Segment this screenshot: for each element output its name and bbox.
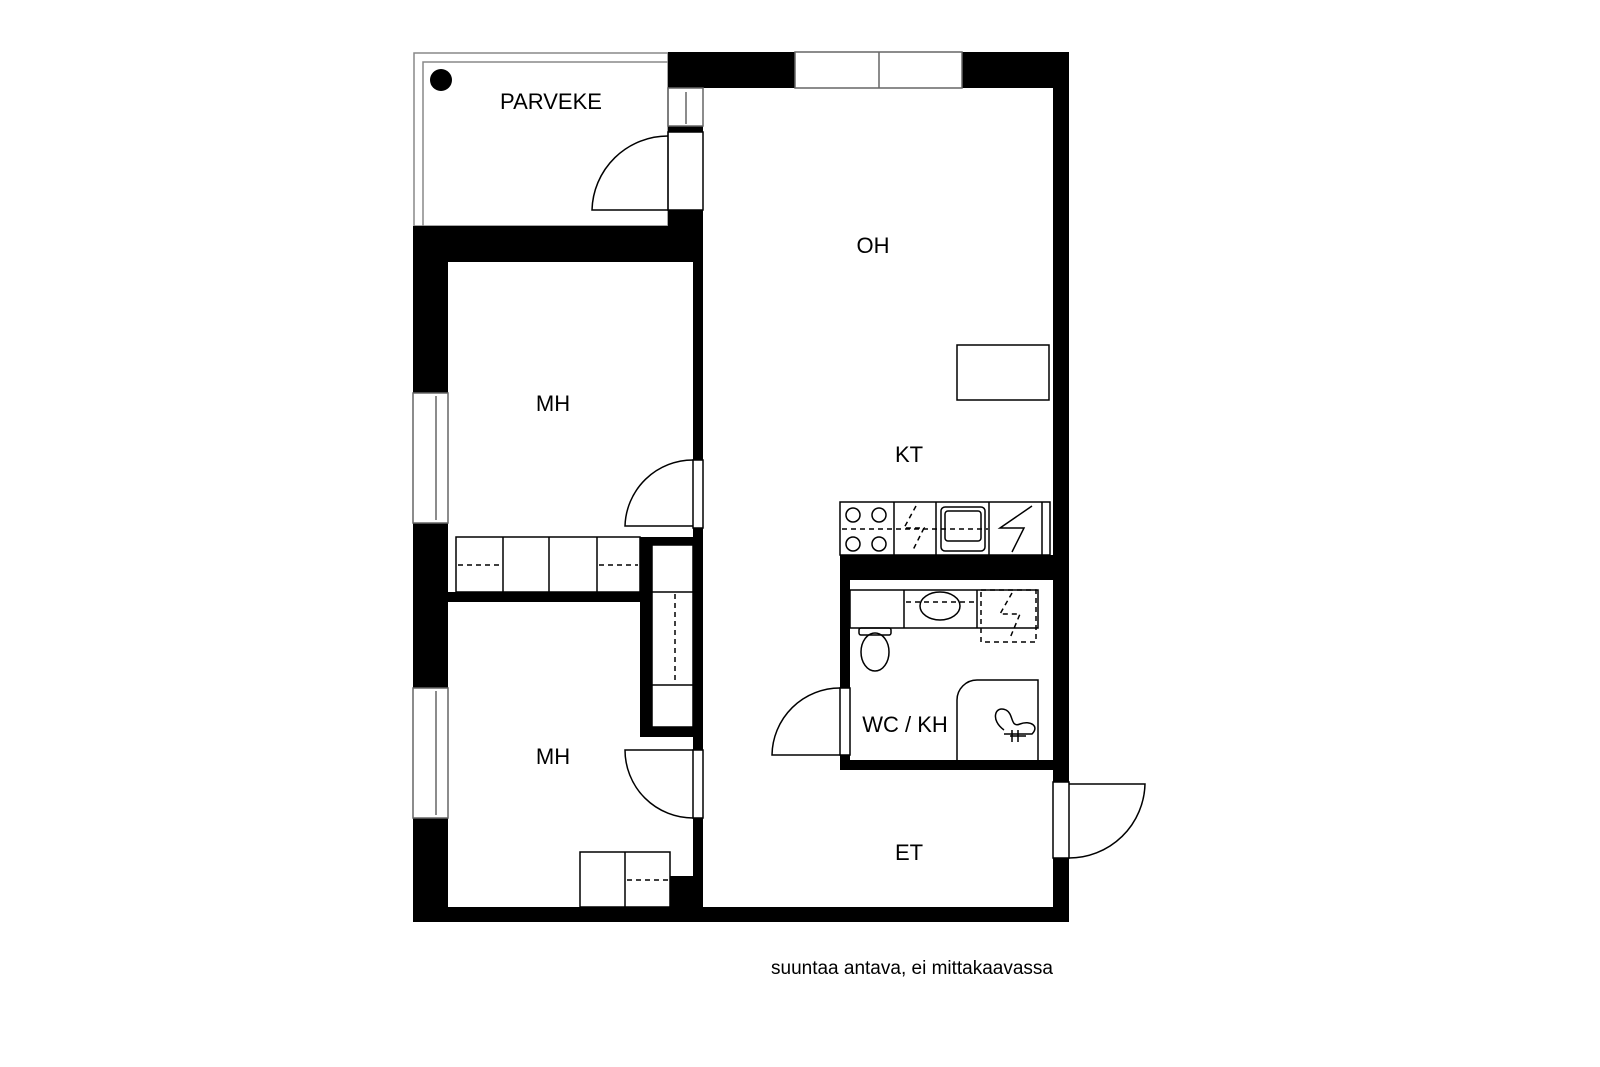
- doors: [591, 131, 1146, 859]
- walls: [413, 52, 1069, 922]
- room-label-entry: ET: [894, 840, 924, 865]
- room-label-bedroom-2: MH: [535, 744, 571, 769]
- scale-note: suuntaa antava, ei mittakaavassa: [771, 958, 1054, 979]
- toilet-icon: [858, 627, 892, 636]
- room-label-balcony: PARVEKE: [500, 89, 602, 114]
- room-label-living-room: OH: [856, 233, 890, 258]
- windows: [412, 51, 963, 819]
- kitchen-counter: [839, 501, 1051, 556]
- dining-table: [956, 344, 1050, 401]
- washbasin-icon: [919, 591, 961, 621]
- balcony-outline: [413, 52, 669, 227]
- room-label-bedroom-1: MH: [535, 391, 571, 416]
- bedroom-closets: [455, 536, 694, 908]
- shower-icon: [994, 708, 1036, 742]
- room-label-bathroom: WC / KH: [862, 712, 948, 737]
- balcony-column: [430, 69, 452, 91]
- sink-icon: [940, 506, 986, 552]
- room-label-kitchen: KT: [894, 442, 924, 467]
- stove-icon: [845, 507, 861, 523]
- bathroom-fixtures: [849, 589, 1039, 760]
